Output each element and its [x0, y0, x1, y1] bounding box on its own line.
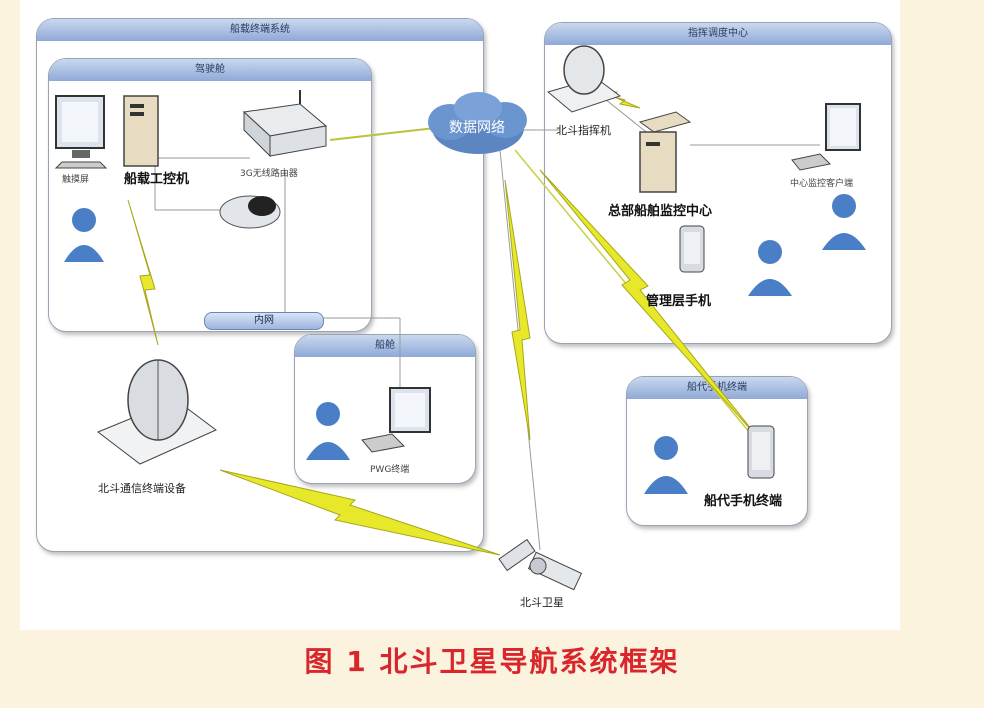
cloud-icon	[428, 92, 527, 154]
figure-caption: 图 1 北斗卫星导航系统框架	[304, 645, 680, 678]
person-icon	[822, 194, 866, 250]
label-monitor: 触摸屏	[62, 175, 90, 185]
lightning-satellite	[219, 469, 501, 556]
label-beidou-command: 北斗指挥机	[556, 124, 611, 137]
phone-icon	[747, 425, 775, 479]
camera-icon	[219, 195, 281, 229]
lightning-cloud-sat	[504, 179, 531, 441]
person-icon	[306, 402, 350, 460]
label-ship-phone-terminal: 船代手机终端	[704, 494, 783, 509]
person-icon	[64, 208, 104, 262]
monitor-icon	[54, 95, 108, 169]
command-device-icon	[546, 45, 622, 113]
wire-command-center	[599, 94, 651, 136]
lightning-bridge	[127, 199, 159, 346]
label-pwg-terminal: PWG终端	[370, 465, 410, 475]
panel-title-command-center: 指挥调度中心	[545, 23, 891, 45]
panel-title-cabin: 船舱	[295, 335, 475, 357]
lan-bus: 内网	[204, 312, 324, 330]
label-satellite: 北斗卫星	[520, 596, 564, 609]
label-beidou-terminal: 北斗通信终端设备	[98, 482, 186, 495]
label-center-client: 中心监控客户端	[790, 179, 854, 189]
panel-command-center: 指挥调度中心	[544, 22, 892, 344]
satellite-dish-icon	[97, 359, 217, 465]
label-central-monitor: 总部船舶监控中心	[608, 204, 713, 219]
panel-bridge: 驾驶舱	[48, 58, 372, 332]
label-router: 3G无线路由器	[240, 169, 298, 179]
panel-title-ship-system: 船载终端系统	[37, 19, 483, 41]
person-icon	[748, 240, 792, 296]
phone-icon	[679, 225, 705, 273]
label-manager-phone: 管理层手机	[646, 294, 712, 309]
server-icon	[123, 95, 159, 167]
lightning-command	[589, 89, 641, 109]
monitor-icon	[791, 103, 861, 171]
router-icon	[242, 90, 328, 158]
label-ship-pc: 船载工控机	[124, 172, 190, 187]
panel-title-bridge: 驾驶舱	[49, 59, 371, 81]
cloud-label: 数据网络	[449, 120, 505, 136]
person-icon	[644, 436, 688, 494]
satellite-icon	[498, 538, 583, 591]
monitor-icon	[361, 387, 431, 453]
server-icon	[638, 111, 692, 193]
wire-router-cloud	[329, 127, 436, 141]
